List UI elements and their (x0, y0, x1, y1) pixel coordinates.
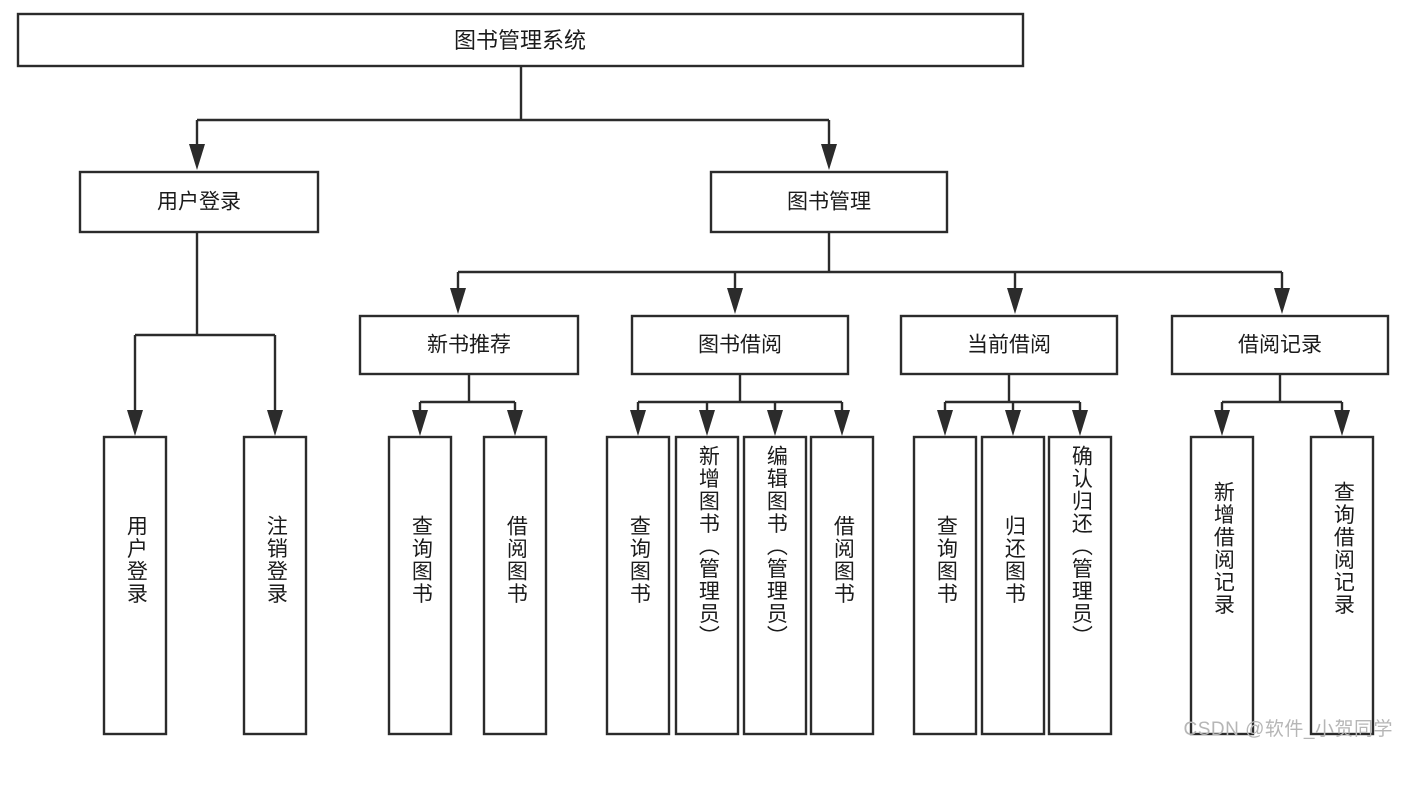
arrow-head-new-book-leaf1 (412, 410, 428, 436)
arrow-head-book-borrow-leaf1 (630, 410, 646, 436)
node-root-label: 图书管理系统 (454, 28, 586, 53)
diagram-canvas: 图书管理系统 用户登录 图书管理 新书推荐 图书借阅 当前借阅 借阅记录 (16, 12, 1393, 740)
leaf-box-borrow-record-query[interactable] (1309, 435, 1375, 736)
leaf-box-borrow-record-add[interactable] (1189, 435, 1255, 736)
node-root-book-management-system[interactable]: 图书管理系统 (16, 12, 1025, 68)
csdn-watermark: CSDN @软件_小贺同学 (1183, 719, 1393, 740)
node-book-borrow-label: 图书借阅 (698, 334, 782, 357)
node-book-management-label: 图书管理 (787, 191, 871, 214)
leaf-box-current-borrow-query[interactable] (912, 435, 978, 736)
arrow-head-current-borrow-leaf1 (937, 410, 953, 436)
arrow-head-user-login (189, 144, 205, 170)
leaf-box-user-login-logout[interactable] (242, 435, 308, 736)
arrow-head-user-login-leaf2 (267, 410, 283, 436)
node-root-box[interactable] (16, 12, 1025, 68)
leaf-box-book-borrow-edit[interactable] (742, 435, 808, 736)
node-book-borrow[interactable]: 图书借阅 (630, 314, 850, 376)
node-user-login-box[interactable] (78, 170, 320, 234)
leaf-box-book-borrow-query[interactable] (605, 435, 671, 736)
arrow-head-current-borrow-leaf3 (1072, 410, 1088, 436)
leaf-box-book-borrow-borrow[interactable] (809, 435, 875, 736)
arrow-head-book-manage (821, 144, 837, 170)
node-current-borrow[interactable]: 当前借阅 (899, 314, 1119, 376)
arrow-head-borrow-record-leaf2 (1334, 410, 1350, 436)
leaf-box-current-borrow-return[interactable] (980, 435, 1046, 736)
node-new-book-recommend-label: 新书推荐 (427, 334, 511, 357)
leaf-box-current-borrow-confirm[interactable] (1047, 435, 1113, 736)
node-current-borrow-label: 当前借阅 (967, 334, 1051, 357)
leaf-box-new-book-borrow[interactable] (482, 435, 548, 736)
arrow-head-book-borrow-leaf4 (834, 410, 850, 436)
arrow-head-current-borrow (1007, 288, 1023, 314)
node-current-borrow-box[interactable] (899, 314, 1119, 376)
arrow-head-borrow-record-leaf1 (1214, 410, 1230, 436)
tree-diagram-svg: 图书管理系统 用户登录 图书管理 新书推荐 图书借阅 当前借阅 借阅记录 (16, 12, 1390, 736)
connector-layer (127, 66, 1350, 436)
node-borrow-record-box[interactable] (1170, 314, 1390, 376)
arrow-head-new-book-leaf2 (507, 410, 523, 436)
arrow-head-book-borrow-leaf2 (699, 410, 715, 436)
node-user-login[interactable]: 用户登录 (78, 170, 320, 234)
arrow-head-book-borrow-leaf3 (767, 410, 783, 436)
node-user-login-label: 用户登录 (157, 191, 241, 214)
leaf-box-book-borrow-add[interactable] (674, 435, 740, 736)
node-borrow-record-label: 借阅记录 (1238, 334, 1322, 357)
leaf-box-new-book-query[interactable] (387, 435, 453, 736)
arrow-head-borrow-record (1274, 288, 1290, 314)
leaf-box-user-login-login[interactable] (102, 435, 168, 736)
arrow-head-user-login-leaf1 (127, 410, 143, 436)
node-book-management[interactable]: 图书管理 (709, 170, 949, 234)
node-book-management-box[interactable] (709, 170, 949, 234)
node-borrow-record[interactable]: 借阅记录 (1170, 314, 1390, 376)
node-new-book-recommend[interactable]: 新书推荐 (358, 314, 580, 376)
arrow-head-book-borrow (727, 288, 743, 314)
node-new-book-recommend-box[interactable] (358, 314, 580, 376)
node-book-borrow-box[interactable] (630, 314, 850, 376)
arrow-head-new-book (450, 288, 466, 314)
arrow-head-current-borrow-leaf2 (1005, 410, 1021, 436)
